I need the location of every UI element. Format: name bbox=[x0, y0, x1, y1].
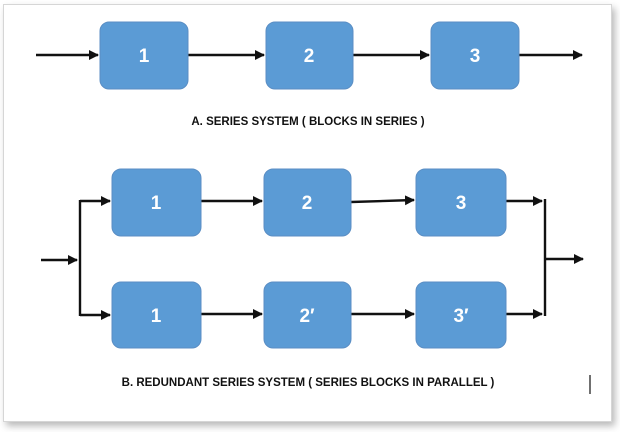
series-system: 1 2 3 A. SERIES SYSTEM ( BLOCKS IN SERIE… bbox=[36, 21, 583, 128]
redundant-caption: B. REDUNDANT SERIES SYSTEM ( SERIES BLOC… bbox=[122, 377, 495, 389]
top-arrow-2-3 bbox=[350, 195, 415, 206]
bottom-block-2-prime: 2′ bbox=[263, 281, 352, 349]
top-block-3-label: 3 bbox=[456, 193, 467, 214]
series-block-1: 1 bbox=[99, 21, 189, 90]
series-block-3-label: 3 bbox=[470, 46, 481, 67]
series-block-2: 2 bbox=[265, 21, 354, 90]
bottom-block-3-prime: 3′ bbox=[415, 281, 507, 349]
series-caption: A. SERIES SYSTEM ( BLOCKS IN SERIES ) bbox=[191, 116, 424, 128]
top-block-1-label: 1 bbox=[151, 193, 162, 214]
top-block-1: 1 bbox=[111, 168, 202, 237]
bottom-block-1: 1 bbox=[111, 281, 202, 349]
series-block-3: 3 bbox=[430, 21, 520, 90]
top-block-2: 2 bbox=[263, 168, 352, 237]
top-block-2-label: 2 bbox=[302, 193, 313, 214]
series-block-2-label: 2 bbox=[304, 46, 315, 67]
bottom-block-3-prime-label: 3′ bbox=[453, 306, 469, 327]
redundant-system: 1 2 3 1 2′ 3′ B. REDUNDANT SERIES SYSTEM… bbox=[41, 168, 584, 389]
series-block-1-label: 1 bbox=[139, 46, 150, 67]
top-block-3: 3 bbox=[415, 168, 507, 237]
bottom-block-1-label: 1 bbox=[151, 306, 162, 327]
bottom-block-2-prime-label: 2′ bbox=[299, 306, 315, 327]
